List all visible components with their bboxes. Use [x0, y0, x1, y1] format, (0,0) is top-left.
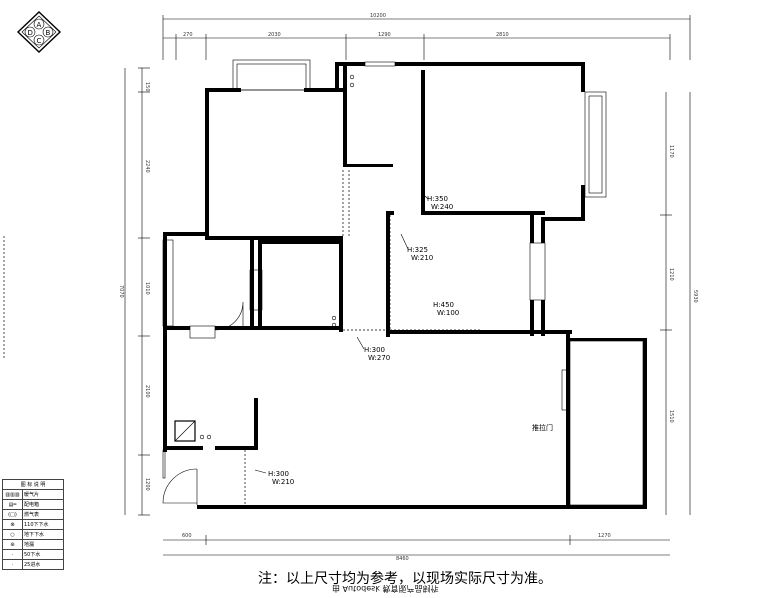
dim-left-5: 1200	[144, 478, 150, 491]
water-inlet-icon: ·	[2, 559, 23, 570]
dim-left-2: 2240	[144, 160, 150, 173]
entry-w: W:210	[272, 478, 294, 486]
legend-row: ▥▥▥ 暖气片	[2, 489, 64, 500]
disclaimer-note: 注：以上尺寸均为参考，以现场实际尺寸为准。	[258, 571, 552, 587]
room2-h: H:325	[407, 246, 428, 254]
dim-top-4: 2810	[496, 32, 509, 38]
legend-row: ⊗ 110下下水	[2, 519, 64, 530]
legend-text: 暖气片	[22, 489, 64, 500]
dim-bottom-right: 1270	[598, 533, 611, 539]
floor-drain-110-icon: ⊗	[2, 519, 23, 530]
room3-w: W:100	[437, 309, 459, 317]
dim-right-3: 1510	[668, 410, 674, 423]
room3-h: H:450	[433, 301, 454, 309]
dim-left-1: 150	[144, 82, 150, 92]
radiator-icon: ▥▥▥	[2, 489, 23, 500]
dashed-openings	[244, 170, 480, 505]
dim-right-total: 5930	[692, 290, 698, 303]
side-door-label: 推拉门	[532, 423, 553, 432]
room1-h: H:350	[427, 195, 448, 203]
dim-bottom-total: 8460	[396, 556, 409, 562]
dim-top-2: 2030	[268, 32, 281, 38]
room2-w: W:210	[411, 254, 433, 262]
legend-row: · 50下水	[2, 549, 64, 560]
dim-top-3: 1290	[378, 32, 391, 38]
hall-w: W:270	[368, 354, 390, 362]
dim-top-total: 10200	[370, 13, 386, 19]
entry-h: H:300	[268, 470, 289, 478]
legend-row: (□) 燃气表	[2, 509, 64, 520]
legend-table: 图 标 说 明 ▥▥▥ 暖气片 ▤═ 配电箱 (□) 燃气表 ⊗ 110下下水 …	[2, 479, 64, 570]
dimension-texts: 10200 270 2030 1290 2810 600 1270 8460 1…	[118, 13, 698, 562]
legend-text: 配电箱	[22, 499, 64, 510]
compass-e: B	[46, 29, 51, 37]
compass-w: D	[28, 29, 33, 37]
legend-header: 图 标 说 明	[2, 479, 64, 490]
walls	[163, 62, 647, 509]
dimension-lines	[124, 15, 691, 556]
windows	[162, 59, 644, 506]
dim-left-total: 7070	[118, 285, 124, 298]
room1-w: W:240	[431, 203, 453, 211]
legend-text: 地下下水	[22, 529, 64, 540]
compass: A B C D	[16, 11, 62, 53]
dim-bottom-left: 600	[182, 533, 192, 539]
legend-text: 25进水	[22, 559, 64, 570]
distribution-box-icon: ▤═	[2, 499, 23, 510]
hall-h: H:300	[364, 346, 385, 354]
legend-row: ▤═ 配电箱	[2, 499, 64, 510]
floor-drain-icon: ○	[2, 529, 23, 540]
compass-n: A	[37, 21, 42, 29]
watermark-text: 由 Autodesk 教育版产品制作	[332, 584, 439, 593]
fixtures	[174, 74, 355, 442]
legend-text: 110下下水	[22, 519, 64, 530]
dim-right-2: 1210	[668, 268, 674, 281]
legend-text: 地漏	[22, 539, 64, 550]
dim-left-3: 1010	[144, 282, 150, 295]
dim-right-1: 1170	[668, 145, 674, 158]
floor-drain-round-icon: ⊛	[2, 539, 23, 550]
doors	[162, 301, 244, 505]
legend-row: ○ 地下下水	[2, 529, 64, 540]
compass-s: C	[37, 37, 42, 45]
room-labels: H:350 W:240 H:325 W:210 H:450 W:100 H:30…	[268, 195, 553, 486]
leaders	[254, 193, 429, 474]
legend-row: ⊛ 地漏	[2, 539, 64, 550]
legend-text: 50下水	[22, 549, 64, 560]
gas-meter-icon: (□)	[2, 509, 23, 520]
legend-text: 燃气表	[22, 509, 64, 520]
legend-row: · 25进水	[2, 559, 64, 570]
drain-50-icon: ·	[2, 549, 23, 560]
dim-left-4: 2100	[144, 385, 150, 398]
dim-top-1: 270	[183, 32, 193, 38]
